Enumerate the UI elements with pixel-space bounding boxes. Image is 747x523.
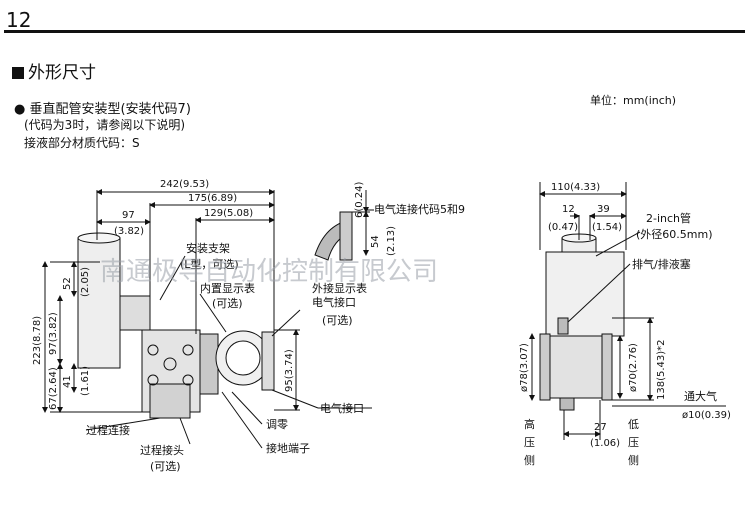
- section-title: 外形尺寸: [12, 58, 96, 83]
- display-window: [225, 340, 261, 376]
- capsule-body: [549, 335, 603, 399]
- pipe-label-2: (外径60.5mm): [636, 228, 713, 241]
- dim-205-label: (2.05): [80, 267, 91, 297]
- dim-6-label: 6(0.24): [354, 181, 365, 218]
- subtitle-line-3: 接液部分材质代码：S: [24, 136, 140, 150]
- dim-110-label: 110(4.33): [551, 182, 600, 193]
- bolt-4: [182, 374, 194, 386]
- conduit-fitting: [339, 211, 353, 261]
- pipe-top-left: [77, 232, 121, 244]
- dim-97-label: 97: [122, 210, 135, 221]
- amplifier-housing: [199, 333, 219, 395]
- dim-161-label: (1.61): [80, 366, 91, 396]
- process-head-label-1: 过程接头: [140, 444, 184, 457]
- high-side-1: 高: [524, 417, 535, 431]
- watermark: 南通极导自动化控制有限公司: [100, 257, 438, 287]
- left-dim-text: 242(9.53) 175(6.89) 129(5.08) 97 (3.82) …: [32, 179, 397, 410]
- zero-adjust-label: 调零: [266, 418, 288, 431]
- bracket-leader: [159, 255, 186, 301]
- process-conn-label: 过程连接: [86, 424, 130, 437]
- low-side-1: 低: [628, 418, 639, 431]
- square-bullet-icon: [12, 67, 24, 79]
- dim-70-label: ø70(2.76): [628, 343, 639, 392]
- dim-27-label: 27: [594, 422, 607, 433]
- bracket-label-2: (L型，可选): [180, 257, 239, 271]
- bullet-icon: ●: [14, 102, 30, 117]
- dim-047-label: (0.47): [548, 222, 578, 233]
- high-side-3: 侧: [524, 454, 535, 467]
- dim-12-label: 12: [562, 204, 575, 215]
- dim-138-label: 138(5.43)*2: [656, 339, 667, 400]
- ext-display-body: [261, 331, 275, 391]
- dim-97-inch-label: (3.82): [114, 226, 144, 237]
- right-labels: 2-inch管 (外径60.5mm) 排气/排液塞 通大气 高 压 侧 低 压 …: [524, 211, 717, 467]
- dim-67-label: 67(2.64): [48, 367, 59, 410]
- dim-175-label: 175(6.89): [188, 193, 237, 204]
- low-side-2: 压: [628, 436, 639, 449]
- dim-54-label: 54: [370, 235, 381, 248]
- capsule-left-flange: [539, 333, 551, 401]
- ext-display-label-1: 外接显示表: [312, 281, 367, 295]
- indicator-label-1: 内置显示表: [200, 281, 255, 295]
- mounting-bracket: [119, 295, 151, 331]
- left-labels: 安装支架 (L型，可选) 内置显示表 (可选) 外接显示表 电气接口 (可选) …: [86, 202, 465, 473]
- ext-display-label-2: 电气接口: [312, 295, 356, 309]
- dim-129-label: 129(5.08): [204, 208, 253, 219]
- capsule-right-flange: [601, 333, 613, 401]
- right-dim-text: 110(4.33) 12 (0.47) 39 (1.54) ø78(3.07) …: [519, 182, 731, 449]
- dim-106-label: (1.06): [590, 438, 620, 449]
- dim-10-label: ø10(0.39): [682, 410, 731, 421]
- pipe-label-1: 2-inch管: [646, 211, 691, 225]
- vent-plug: [557, 317, 569, 335]
- bracket-label-1: 安装支架: [186, 241, 230, 255]
- section-title-text: 外形尺寸: [28, 63, 96, 83]
- bolt-1: [147, 344, 159, 356]
- dim-223-label: 223(8.78): [32, 316, 43, 365]
- subtitle-line-1-text: 垂直配管安装型(安装代码7): [29, 102, 191, 117]
- dim-213-label: (2.13): [386, 226, 397, 256]
- dim-95-label: 95(3.74): [284, 349, 295, 392]
- process-head-label-2: (可选): [150, 460, 181, 473]
- indicator-label-2: (可选): [212, 297, 243, 310]
- right-view: [529, 182, 726, 440]
- elec-port-label: 电气接口: [320, 401, 364, 415]
- dim-41-label: 41: [62, 375, 73, 388]
- subtitle-line-1: ● 垂直配管安装型(安装代码7): [14, 98, 191, 117]
- header-rule: [4, 30, 745, 33]
- subtitle-line-2: (代码为3时，请参阅以下说明): [24, 118, 185, 132]
- low-side-3: 侧: [628, 454, 639, 467]
- unit-label: 单位：mm(inch): [590, 94, 677, 107]
- dim-97v-label: 97(3.82): [48, 312, 59, 355]
- elec-code-label: 电气连接代码5和9: [374, 202, 465, 216]
- high-side-2: 压: [524, 436, 535, 449]
- bolt-3: [147, 374, 159, 386]
- dim-78-label: ø78(3.07): [519, 343, 530, 392]
- ext-display-label-3: (可选): [322, 314, 353, 327]
- bolt-2: [182, 344, 194, 356]
- dim-52-label: 52: [62, 277, 73, 290]
- bolt-5: [163, 357, 177, 371]
- dim-154-label: (1.54): [592, 222, 622, 233]
- ground-terminal-label: 接地端子: [266, 442, 310, 455]
- dim-39-label: 39: [597, 204, 610, 215]
- left-view: [42, 189, 374, 449]
- vent-drain-label: 排气/排液塞: [632, 257, 691, 271]
- page-number: 12: [6, 8, 32, 32]
- vent-atm-label: 通大气: [684, 389, 717, 403]
- flange-lower: [149, 383, 191, 419]
- drain-port: [559, 397, 575, 411]
- dim-242-label: 242(9.53): [160, 179, 209, 190]
